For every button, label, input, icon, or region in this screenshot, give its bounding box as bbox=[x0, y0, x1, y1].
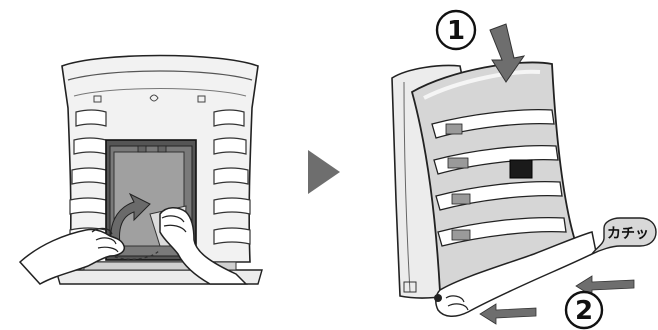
right-hand bbox=[159, 207, 248, 285]
step-2-number: 2 bbox=[575, 296, 593, 326]
left-illustration bbox=[18, 54, 263, 285]
back-panel-inner-rim bbox=[73, 88, 247, 97]
step-1-marker: 1 bbox=[435, 9, 477, 51]
click-sound-text: カチッ bbox=[607, 226, 649, 242]
back-panel-top-rim bbox=[67, 70, 253, 81]
purifier-body-side-line bbox=[403, 81, 411, 293]
push-arrow-icon bbox=[489, 23, 526, 83]
curved-rotate-arrow-icon bbox=[110, 192, 151, 245]
filter-tab-left bbox=[137, 145, 147, 153]
step-2-marker: 2 bbox=[564, 290, 604, 330]
top-clip-right bbox=[197, 95, 206, 103]
click-callout: カチッ bbox=[589, 217, 657, 256]
filter-tab-right bbox=[157, 145, 167, 153]
left-hand bbox=[18, 228, 126, 285]
latch-point bbox=[434, 294, 442, 302]
right-illustration bbox=[391, 23, 635, 325]
click-callout-bubble bbox=[589, 217, 657, 256]
bottom-hand-fingers bbox=[445, 295, 469, 311]
vent-detail-blocks bbox=[445, 123, 471, 241]
left-hand-fingers bbox=[91, 227, 119, 253]
side-push-arrow-lower bbox=[479, 303, 537, 325]
step-2-circle bbox=[564, 290, 604, 330]
rotate-dashed-guide bbox=[103, 249, 161, 260]
body-foot-mark bbox=[403, 281, 417, 293]
sensor-window bbox=[509, 159, 533, 179]
top-center-mark bbox=[149, 94, 159, 102]
step-1-circle bbox=[435, 9, 477, 51]
right-hand-fingers bbox=[161, 215, 187, 233]
top-clip-left bbox=[93, 95, 102, 103]
right-slats bbox=[213, 109, 251, 245]
front-panel-highlight bbox=[423, 69, 541, 100]
play-triangle-icon bbox=[308, 150, 340, 194]
bottom-hand bbox=[435, 231, 597, 317]
step-1-number: 1 bbox=[447, 16, 465, 46]
